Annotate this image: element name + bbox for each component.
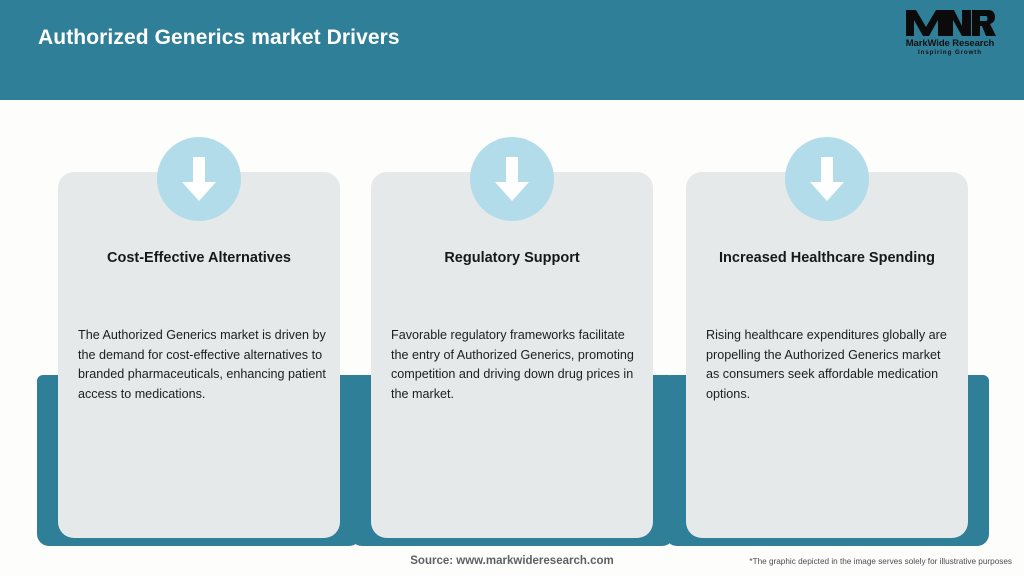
driver-card: Regulatory Support Favorable regulatory … — [350, 137, 674, 546]
card-heading: Regulatory Support — [444, 250, 580, 266]
card-description: Rising healthcare expenditures globally … — [706, 328, 947, 401]
card-description: The Authorized Generics market is driven… — [78, 328, 326, 401]
card-description: Favorable regulatory frameworks facilita… — [391, 328, 634, 401]
arrow-down-icon — [785, 137, 869, 221]
driver-card: Increased Healthcare Spending Rising hea… — [665, 137, 989, 546]
arrow-down-icon — [157, 137, 241, 221]
card-body: Regulatory Support Favorable regulatory … — [371, 137, 653, 538]
mwr-monogram-icon — [906, 10, 996, 36]
header-bar — [0, 0, 1024, 100]
footer-source: Source: www.markwideresearch.com — [410, 555, 614, 567]
driver-card: Cost-Effective Alternatives The Authoriz… — [37, 137, 361, 546]
card-heading: Increased Healthcare Spending — [719, 250, 935, 266]
arrow-down-icon — [470, 137, 554, 221]
logo-company-name: MarkWide Research — [905, 38, 995, 49]
brand-logo: MarkWide Research Inspiring Growth — [898, 8, 1002, 66]
page-title: Authorized Generics market Drivers — [38, 26, 400, 49]
footer-disclaimer: *The graphic depicted in the image serve… — [749, 557, 1012, 566]
card-body: Increased Healthcare Spending Rising hea… — [686, 137, 968, 538]
card-body: Cost-Effective Alternatives The Authoriz… — [58, 137, 340, 538]
logo-tagline: Inspiring Growth — [918, 48, 982, 56]
card-heading: Cost-Effective Alternatives — [107, 250, 291, 266]
